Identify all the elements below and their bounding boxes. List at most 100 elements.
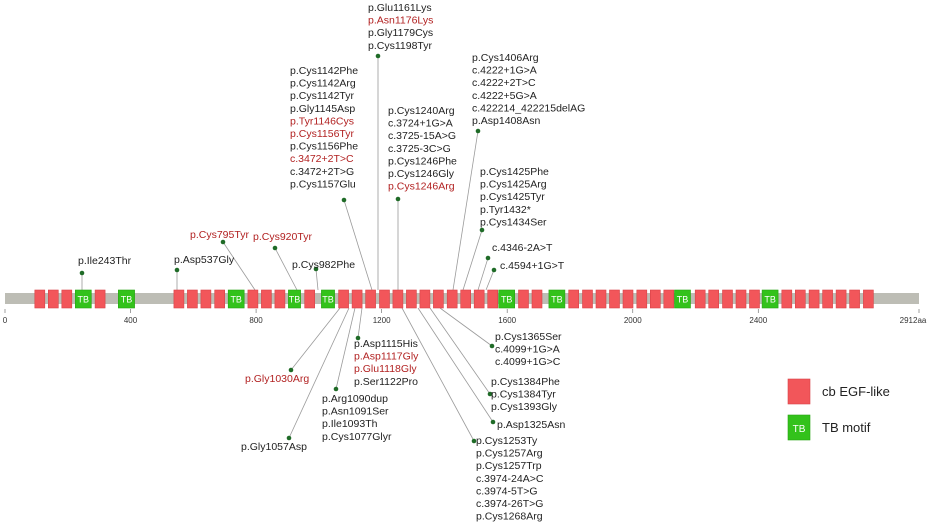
variant-name: p.Cys1268Arg (476, 511, 543, 523)
variant-name: p.Cys1240Arg (388, 105, 455, 117)
variant-leader-line (417, 307, 494, 423)
variant-name: p.Cys1434Ser (480, 216, 547, 228)
variant-name: c.4222+5G>A (472, 90, 537, 102)
variant-name: c.4099+1G>C (495, 356, 561, 368)
variant-name: p.Cys1246Gly (388, 168, 455, 180)
egf-domain-box (338, 289, 349, 309)
variant-name: c.3724+1G>A (388, 118, 453, 130)
variant-leader-line (315, 268, 319, 291)
variant-leader-line (343, 199, 373, 291)
egf-domain-box (94, 289, 106, 309)
variant-name-highlighted: p.Gly1030Arg (245, 373, 309, 385)
variant-name: c.3472+2T>G (290, 166, 354, 178)
variant-leader-line (452, 130, 479, 291)
variant-label-g05: p.Cys982Phe (292, 259, 355, 271)
egf-domain-box (446, 289, 458, 309)
tb-motif-box (75, 289, 92, 309)
variant-name: p.Cys1157Glu (290, 178, 356, 190)
variant-name: p.Asp1115His (354, 338, 418, 350)
variant-dot (395, 196, 401, 202)
variant-name: c.3974-24A>C (476, 473, 544, 485)
egf-domain-box (708, 289, 720, 309)
egf-domain-box (187, 289, 198, 309)
leader-lines (81, 56, 495, 442)
variant-name: p.Cys1257Arg (476, 448, 543, 460)
variant-dot (491, 267, 497, 273)
egf-domain-box (304, 289, 316, 309)
egf-domain-box (808, 289, 820, 309)
tb-motif-box (498, 289, 516, 309)
variant-name: p.Glu1161Lys (368, 2, 432, 14)
egf-domain-box (863, 289, 874, 309)
variant-name: p.Asn1091Ser (322, 406, 389, 418)
variant-label-g11: c.4346-2A>T (492, 242, 553, 254)
variant-dot (471, 438, 477, 444)
egf-domain-box (351, 289, 363, 309)
egf-domain-box (61, 289, 73, 309)
egf-domain-box (735, 289, 747, 309)
variant-name-highlighted: p.Asn1176Lys (368, 15, 433, 27)
variant-dot (475, 128, 481, 134)
egf-domain-box (722, 289, 733, 309)
egf-domain-box (595, 289, 607, 309)
variant-label-g19: p.Asp1325Asn (497, 419, 565, 431)
variant-label-g14: p.Gly1057Asp (241, 441, 307, 453)
variant-name: p.Asp537Gly (174, 254, 235, 266)
egf-domain-box (749, 289, 760, 309)
variant-name: p.Cys1365Ser (495, 331, 562, 343)
tb-motif-label: TB (501, 295, 513, 305)
variant-dot (272, 245, 278, 251)
variant-dots (79, 53, 497, 444)
variant-name: p.Ile1093Th (322, 418, 378, 430)
variant-leader-line (335, 307, 356, 390)
variant-name: p.Ser1122Pro (354, 376, 418, 388)
variant-dot (286, 435, 292, 441)
variant-name: c.4099+1G>A (495, 344, 560, 356)
variant-name-highlighted: p.Tyr1146Cys (290, 115, 354, 127)
variant-dot (333, 386, 339, 392)
variant-dot (355, 335, 361, 341)
egf-domain-box (781, 289, 793, 309)
egf-domain-box (379, 289, 390, 309)
legend-label: cb EGF-like (822, 384, 890, 399)
variant-name: p.Ile243Thr (78, 255, 132, 267)
variant-leader-line (439, 307, 493, 347)
egf-domain-box (173, 289, 185, 309)
variant-labels: p.Ile243Thr p.Asp537Gly p.Cys795Tyr p.Cys92… (78, 2, 585, 523)
egf-domain-box (419, 289, 431, 309)
egf-domain-box (487, 289, 499, 309)
variant-name: p.Cys1384Phe (491, 376, 560, 388)
tb-motif-label: TB (121, 295, 133, 305)
legend-tb-swatch (787, 414, 811, 441)
variant-name-highlighted: p.Cys1246Arg (388, 181, 455, 193)
variant-name-highlighted: c.3472+2T>C (290, 153, 354, 165)
variant-leader-line (290, 307, 341, 371)
variant-dot (79, 270, 85, 276)
egf-domain-box (261, 289, 272, 309)
egf-domain-box (622, 289, 634, 309)
variant-leader-line (357, 307, 363, 339)
variant-name: p.Cys1406Arg (472, 52, 539, 64)
tb-motif-box (288, 289, 301, 309)
variant-name: c.3974-26T>G (476, 498, 543, 510)
egf-domain-box (663, 289, 675, 309)
axis-tick-label: 1200 (373, 316, 391, 325)
legend-egf-swatch (787, 378, 811, 405)
variant-label-g12: c.4594+1G>T (500, 260, 565, 272)
variant-name: c.422214_422215delAG (472, 102, 585, 114)
variant-label-g04: p.Cys920Tyr (253, 231, 312, 243)
variant-leader-line (485, 269, 495, 291)
variant-leader-line (462, 229, 483, 291)
tb-motif-box (227, 289, 245, 309)
variant-name: p.Cys1425Phe (480, 166, 549, 178)
variant-name: p.Asp1408Asn (472, 115, 540, 127)
variant-name: c.4346-2A>T (492, 242, 553, 254)
variant-name-highlighted: p.Cys795Tyr (190, 229, 249, 241)
egf-domain-box (200, 289, 212, 309)
variant-name-highlighted: p.Asp1117Gly (354, 351, 419, 363)
